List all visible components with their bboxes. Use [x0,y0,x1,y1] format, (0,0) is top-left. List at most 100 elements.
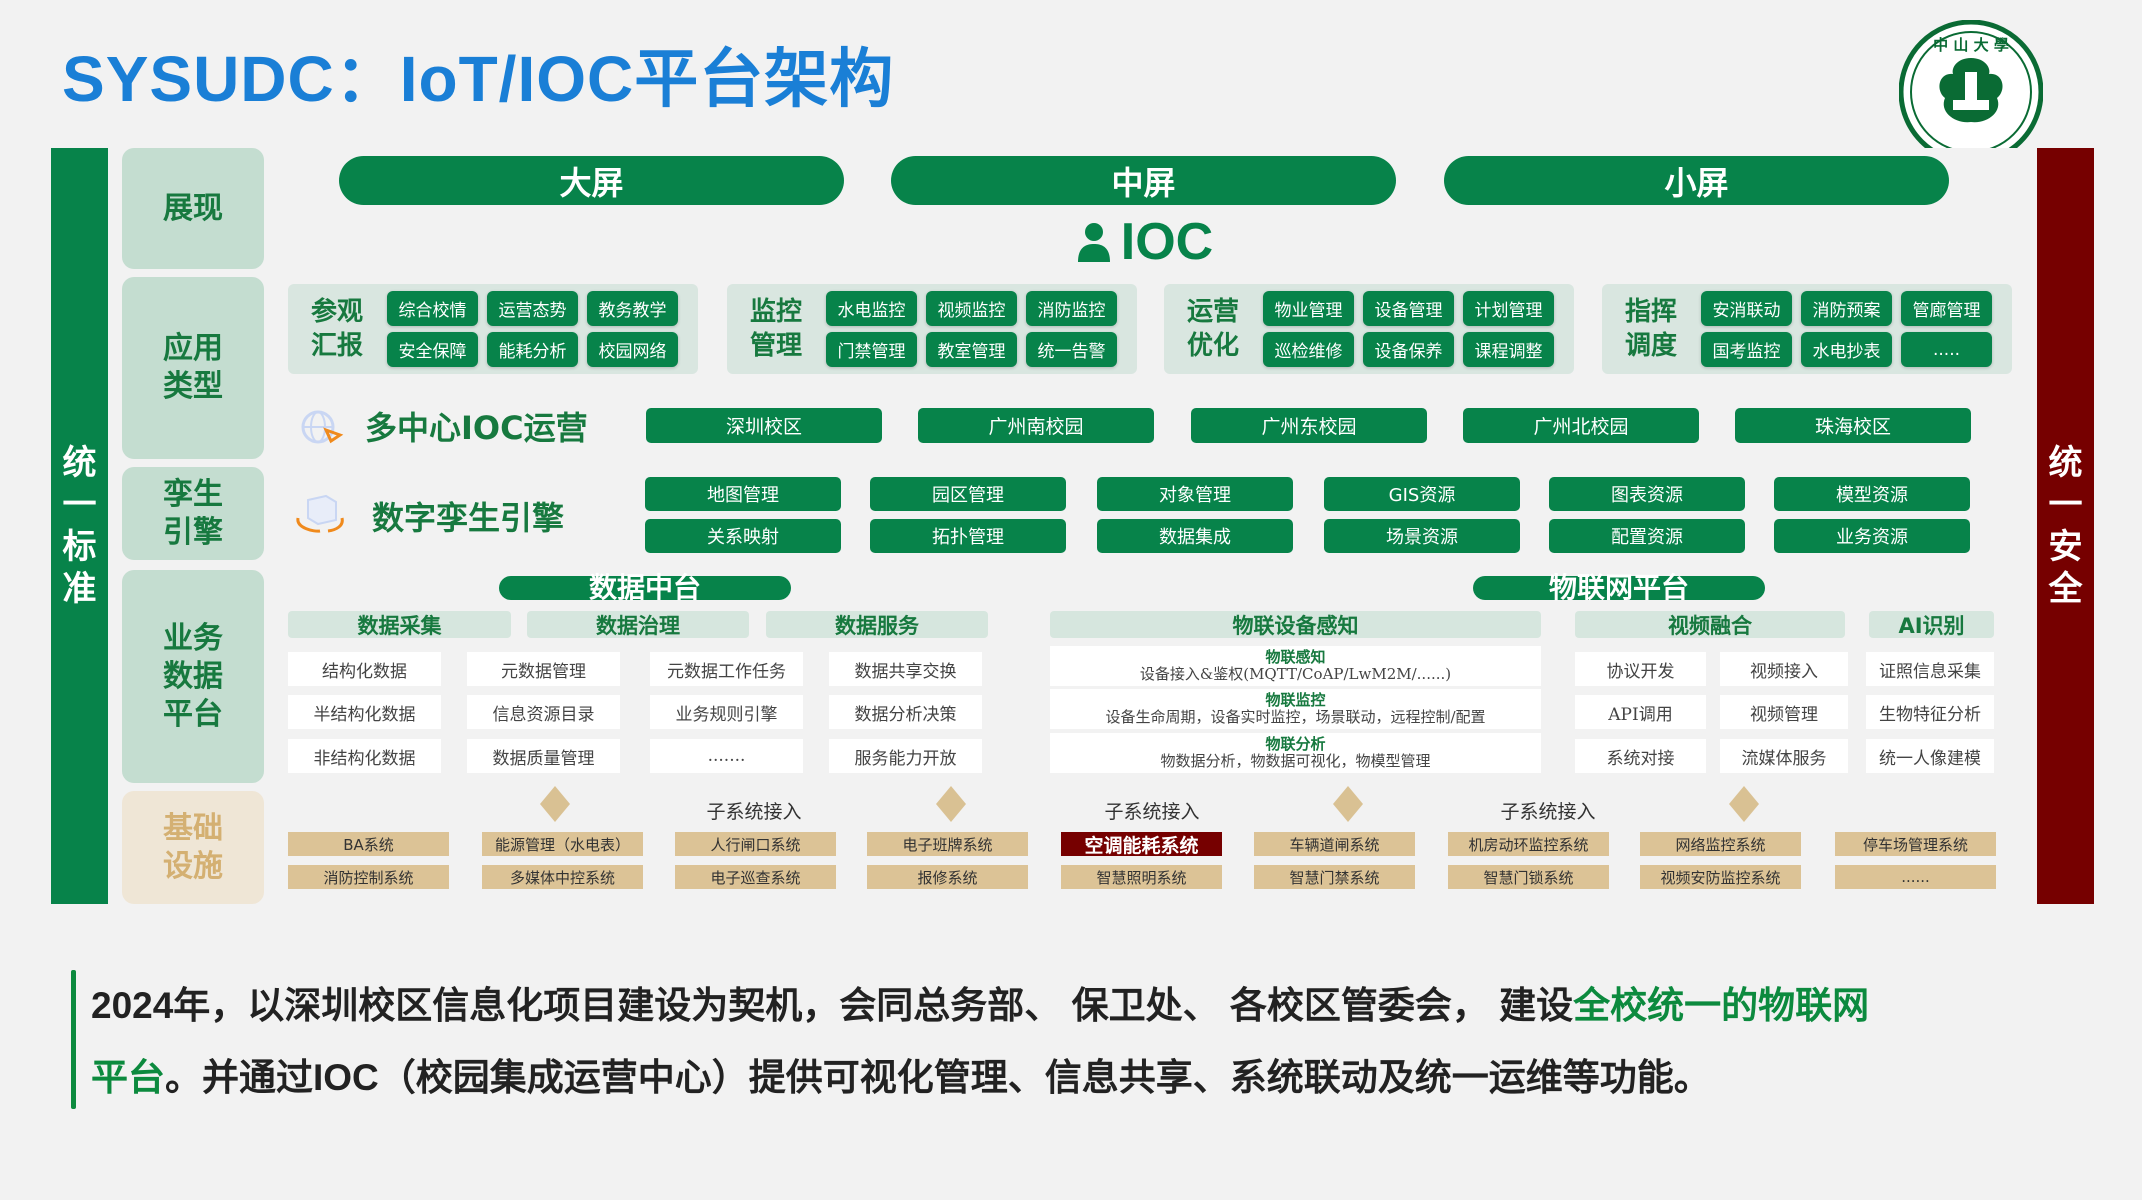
data-cell: 数据质量管理 [467,739,620,773]
infra-system: ...... [1835,865,1996,889]
app-button[interactable]: 巡检维修 [1263,332,1354,367]
summary-text: 。并通过IOC（校园集成运营中心）提供可视化管理、信息共享、系统联动及统一运维等… [165,1057,1711,1098]
data-platform-pill: 数据中台 [499,574,791,602]
iot-sense-title: 物联分析 [1265,735,1326,753]
subsystem-access-label: 子系统接入 [1104,800,1200,823]
infra-system: 机房动环监控系统 [1448,832,1609,856]
app-button[interactable]: 综合校情 [387,291,478,326]
infra-system: 多媒体中控系统 [482,865,643,889]
infra-system: 电子班牌系统 [867,832,1028,856]
app-button[interactable]: 管廊管理 [1901,291,1992,326]
app-button[interactable]: 设备保养 [1363,332,1454,367]
app-group-label: 运营 优化 [1186,297,1239,361]
twin-button[interactable]: 模型资源 [1774,477,1970,511]
app-button[interactable]: 统一告警 [1026,332,1117,367]
app-group-label: 监控 管理 [749,297,802,361]
twin-button[interactable]: 业务资源 [1774,519,1970,553]
infra-system: 智慧门禁系统 [1254,865,1415,889]
app-group: 指挥 调度安消联动消防预案管廊管理国考监控水电抄表..... [1602,284,2012,374]
app-button[interactable]: 教务教学 [587,291,678,326]
twin-button[interactable]: 关系映射 [645,519,841,553]
infra-system: 能源管理（水电表） [482,832,643,856]
diamond-connector-icon [540,786,570,822]
iot-sense-entry: 物联感知设备接入&鉴权(MQTT/CoAP/LwM2M/......) [1050,646,1541,686]
infra-system: 报修系统 [867,865,1028,889]
twin-button[interactable]: 配置资源 [1549,519,1745,553]
svg-text:中 山 大 學: 中 山 大 學 [1933,36,2009,54]
row-label: 业务 数据 平台 [122,570,264,783]
globe-cursor-icon [300,408,344,446]
diamond-connector-icon [936,786,966,822]
screen-pill: 中屏 [891,156,1396,205]
twin-button[interactable]: GIS资源 [1324,477,1520,511]
screen-pill: 小屏 [1444,156,1949,205]
twin-button[interactable]: 图表资源 [1549,477,1745,511]
campus-button[interactable]: 广州东校园 [1191,408,1427,443]
twin-button[interactable]: 园区管理 [870,477,1066,511]
app-button[interactable]: 国考监控 [1701,332,1792,367]
campus-button[interactable]: 珠海校区 [1735,408,1971,443]
app-button[interactable]: 校园网络 [587,332,678,367]
data-cell: 服务能力开放 [829,739,982,773]
data-cell: 结构化数据 [288,652,441,686]
screen-pill: 大屏 [339,156,844,205]
iot-sense-entry: 物联监控设备生命周期，设备实时监控，场景联动，远程控制/配置 [1050,689,1541,729]
app-button[interactable]: 能耗分析 [487,332,578,367]
app-button[interactable]: 安消联动 [1701,291,1792,326]
twin-button[interactable]: 对象管理 [1097,477,1293,511]
sysu-logo: 中 山 大 學 [1899,20,2043,148]
section-header: 数据服务 [766,611,988,638]
app-button[interactable]: 运营态势 [487,291,578,326]
app-button[interactable]: 设备管理 [1363,291,1454,326]
section-header: AI识别 [1869,611,1994,638]
twin-button[interactable]: 地图管理 [645,477,841,511]
twin-button[interactable]: 拓扑管理 [870,519,1066,553]
app-button[interactable]: 物业管理 [1263,291,1354,326]
campus-button[interactable]: 深圳校区 [646,408,882,443]
app-group: 运营 优化物业管理设备管理计划管理巡检维修设备保养课程调整 [1164,284,1574,374]
unified-security-bar: 统 一 安 全 [2037,148,2094,904]
app-group-label: 参观 汇报 [310,297,363,361]
diamond-connector-icon [1333,786,1363,822]
app-button[interactable]: 水电监控 [826,291,917,326]
video-cell: 视频管理 [1720,695,1848,729]
campus-button[interactable]: 广州南校园 [918,408,1154,443]
section-header: 数据治理 [527,611,749,638]
app-button[interactable]: ..... [1901,332,1992,367]
app-button[interactable]: 视频监控 [926,291,1017,326]
app-button[interactable]: 水电抄表 [1801,332,1892,367]
summary-line-1: 2024年，以深圳校区信息化项目建设为契机，会同总务部、 保卫处、 各校区管委会… [91,975,1869,1029]
twin-button[interactable]: 场景资源 [1324,519,1520,553]
unified-standard-bar: 统 一 标 准 [51,148,108,904]
data-cell: 元数据工作任务 [650,652,803,686]
app-button[interactable]: 安全保障 [387,332,478,367]
infra-system: 电子巡查系统 [675,865,836,889]
data-cell: 数据分析决策 [829,695,982,729]
app-button[interactable]: 计划管理 [1463,291,1554,326]
multi-center-title: 多中心IOC运营 [365,409,588,447]
app-button[interactable]: 消防预案 [1801,291,1892,326]
twin-button[interactable]: 数据集成 [1097,519,1293,553]
video-cell: 系统对接 [1575,739,1706,773]
app-button[interactable]: 消防监控 [1026,291,1117,326]
video-cell: 流媒体服务 [1720,739,1848,773]
ioc-heading: IOC [1060,213,1230,271]
twin-engine-title: 数字孪生引擎 [372,499,565,537]
app-button[interactable]: 课程调整 [1463,332,1554,367]
app-group: 参观 汇报综合校情运营态势教务教学安全保障能耗分析校园网络 [288,284,698,374]
summary-line-2: 平台。并通过IOC（校园集成运营中心）提供可视化管理、信息共享、系统联动及统一运… [91,1047,1711,1101]
row-label: 应用 类型 [122,277,264,459]
row-label: 孪生 引擎 [122,467,264,560]
data-cell: 信息资源目录 [467,695,620,729]
video-cell: API调用 [1575,695,1706,729]
app-group: 监控 管理水电监控视频监控消防监控门禁管理教室管理统一告警 [727,284,1137,374]
campus-button[interactable]: 广州北校园 [1463,408,1699,443]
summary-text: 2024年，以深圳校区信息化项目建设为契机，会同总务部、 保卫处、 各校区管委会… [91,985,1574,1026]
app-button[interactable]: 教室管理 [926,332,1017,367]
video-cell: 视频接入 [1720,652,1848,686]
app-button[interactable]: 门禁管理 [826,332,917,367]
subsystem-access-label: 子系统接入 [706,800,802,823]
iot-sense-title: 物联感知 [1265,648,1326,666]
data-cell: 数据共享交换 [829,652,982,686]
summary-highlight: 全校统一的物联网 [1573,985,1870,1026]
